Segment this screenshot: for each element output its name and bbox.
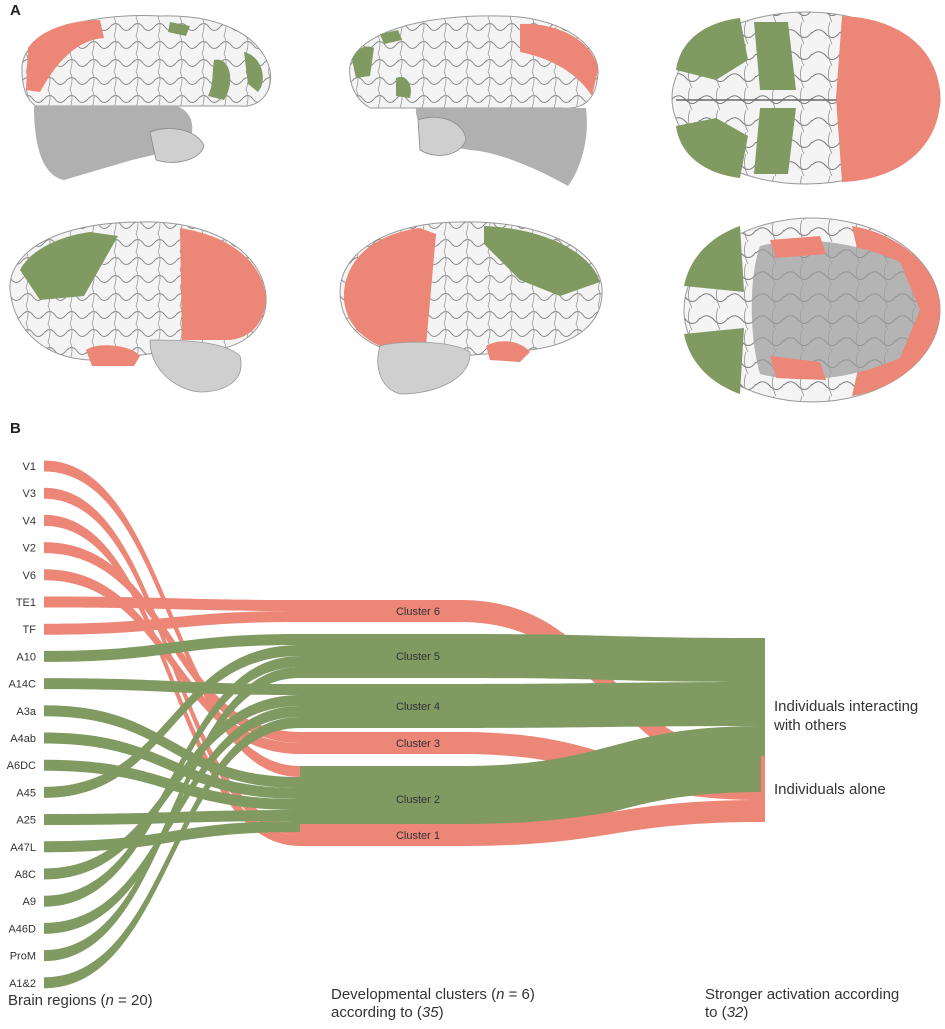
footer-col2-line1-italic: n: [496, 986, 505, 1003]
region-label: A4ab: [10, 733, 36, 745]
footer-brain-regions: Brain regions (n = 20): [8, 992, 153, 1010]
footer-col2-line2-post: ): [438, 1004, 444, 1021]
region-label: A3a: [16, 706, 36, 718]
region-label: A45: [16, 787, 36, 799]
target-label: with others: [773, 717, 847, 734]
footer-col3-line2-post: ): [743, 1004, 749, 1021]
footer-col1-pre: Brain regions (: [8, 992, 106, 1009]
flow-region-to-cluster: [44, 695, 300, 880]
flow-cluster-to-target: [460, 634, 763, 682]
region-label: V4: [23, 515, 36, 527]
brain-view-ventral: [683, 217, 941, 403]
cluster-node: [300, 600, 460, 622]
region-label: A6DC: [7, 760, 36, 772]
region-label: A8C: [15, 869, 36, 881]
footer-col2-line2-italic: 35: [421, 1004, 439, 1021]
footer-col1-post: = 20): [113, 992, 153, 1009]
flow-region-to-cluster: [44, 656, 300, 907]
brain-view-dorsal: [671, 11, 941, 185]
brain-view-medial-left: [21, 15, 272, 180]
region-label: A9: [23, 896, 36, 908]
flow-cluster-to-target: [460, 800, 763, 846]
footer-stronger-activation: Stronger activation according to (32): [705, 986, 899, 1022]
cluster-node: [300, 732, 460, 754]
target-node: [761, 756, 765, 822]
flow-region-to-cluster: [44, 569, 300, 754]
cluster-label: Cluster 3: [396, 738, 440, 750]
footer-col3-line2-italic: 32: [726, 1004, 744, 1021]
flow-region-to-cluster: [44, 732, 300, 799]
flow-region-to-cluster: [44, 717, 300, 989]
flow-region-to-cluster: [44, 705, 300, 788]
panel-b-label: B: [10, 420, 21, 437]
region-label: A1&2: [9, 978, 36, 990]
flow-region-to-cluster: [44, 634, 300, 662]
region-label: A14C: [8, 679, 36, 691]
region-label: TE1: [16, 597, 36, 609]
target-label: Individuals interacting: [774, 698, 918, 715]
flow-region-to-cluster: [44, 514, 300, 846]
target-node: [761, 638, 765, 792]
panel-a-label: A: [10, 2, 21, 19]
footer-col2-line2-pre: according to (: [331, 1004, 422, 1021]
cluster-node: [300, 766, 460, 832]
brain-view-medial-right: [349, 15, 599, 186]
flow-region-to-cluster: [44, 821, 300, 853]
region-label: V1: [23, 461, 36, 473]
cluster-label: Cluster 6: [396, 606, 440, 618]
region-label: A25: [16, 815, 36, 827]
brain-view-lateral-right: [339, 221, 603, 395]
cluster-label: Cluster 5: [396, 651, 440, 663]
brain-renderings-panel: A: [0, 0, 945, 410]
cluster-node: [300, 684, 460, 728]
flow-region-to-cluster: [44, 645, 300, 798]
region-label: V3: [23, 488, 36, 500]
target-label: Individuals alone: [774, 781, 886, 798]
region-label: ProM: [10, 951, 36, 963]
flow-cluster-to-target: [460, 682, 763, 728]
cluster-label: Cluster 4: [396, 701, 440, 713]
flow-region-to-cluster: [44, 596, 300, 611]
flow-cluster-to-target: [460, 726, 763, 832]
footer-col2-line1-pre: Developmental clusters (: [331, 986, 497, 1003]
region-label: V6: [23, 570, 36, 582]
region-label: A46D: [8, 923, 36, 935]
footer-developmental-clusters: Developmental clusters (n = 6) according…: [331, 986, 535, 1022]
cluster-node: [300, 824, 460, 846]
brain-view-lateral-left: [9, 221, 267, 393]
footer-col1-italic: n: [105, 992, 114, 1009]
brain-views-svg: [9, 11, 941, 403]
flow-region-to-cluster: [44, 667, 300, 962]
footer-col3-line2-pre: to (: [705, 1004, 727, 1021]
footer-col3-line1: Stronger activation according: [705, 986, 900, 1003]
footer-col2-line1-post: = 6): [504, 986, 535, 1003]
region-label: V2: [23, 543, 36, 555]
cluster-label: Cluster 2: [396, 794, 440, 806]
flow-region-to-cluster: [44, 611, 300, 635]
region-label: A10: [16, 651, 36, 663]
region-label: A47L: [10, 842, 36, 854]
cluster-node: [300, 634, 460, 678]
flow-region-to-cluster: [44, 706, 300, 934]
region-label: TF: [23, 624, 37, 636]
cluster-label: Cluster 1: [396, 830, 440, 842]
